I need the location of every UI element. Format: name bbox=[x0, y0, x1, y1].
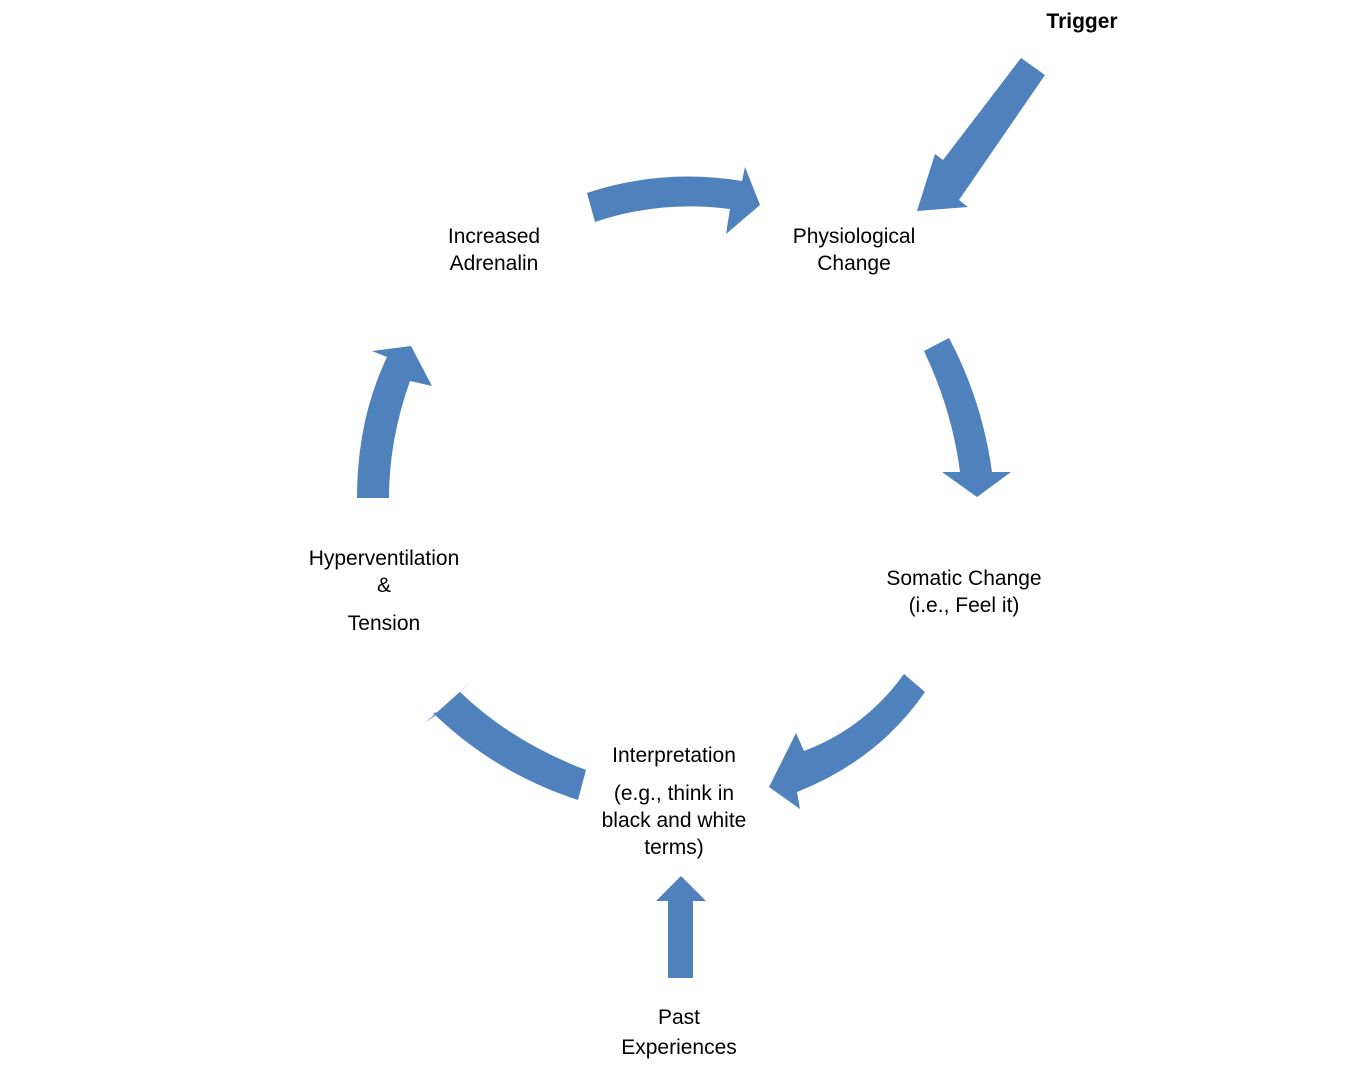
increased-adrenalin-line1: Increased bbox=[447, 225, 541, 248]
past-experiences-line2: Experiences bbox=[621, 1036, 737, 1059]
interpretation-node: Interpretation (e.g., think in black and… bbox=[574, 742, 774, 861]
interpretation-line2: (e.g., think in bbox=[613, 782, 735, 805]
trigger-label: Trigger bbox=[1022, 8, 1142, 35]
interpretation-line3: black and white bbox=[601, 809, 747, 832]
arrow-hyperventilation-to-adrenalin bbox=[357, 346, 432, 498]
hyperventilation-line2: & bbox=[376, 574, 391, 597]
past-experiences-node: Past Experiences bbox=[599, 1003, 759, 1063]
trigger-text: Trigger bbox=[1046, 10, 1118, 33]
arrow-interpretation-to-hyperventilation bbox=[425, 681, 586, 800]
arrow-physiological-to-somatic bbox=[924, 338, 1011, 497]
arrow-adrenalin-to-physiological bbox=[587, 167, 760, 234]
increased-adrenalin-node: Increased Adrenalin bbox=[414, 223, 574, 277]
hyperventilation-line3: Tension bbox=[347, 612, 421, 635]
physiological-change-line2: Change bbox=[817, 252, 891, 275]
increased-adrenalin-line2: Adrenalin bbox=[449, 252, 539, 275]
arrow-past-to-interpretation bbox=[656, 876, 706, 978]
physiological-change-node: Physiological Change bbox=[764, 223, 944, 277]
hyperventilation-line1: Hyperventilation bbox=[308, 547, 460, 570]
arrow-somatic-to-interpretation bbox=[769, 674, 925, 809]
somatic-change-line2: (i.e., Feel it) bbox=[908, 594, 1020, 617]
interpretation-line4: terms) bbox=[644, 836, 704, 859]
somatic-change-line1: Somatic Change bbox=[886, 567, 1042, 590]
past-experiences-line1: Past bbox=[657, 1006, 701, 1029]
hyperventilation-tension-node: Hyperventilation & Tension bbox=[284, 545, 484, 637]
arrow-trigger-to-physiological bbox=[917, 58, 1045, 211]
physiological-change-line1: Physiological bbox=[792, 225, 916, 248]
interpretation-line1: Interpretation bbox=[612, 744, 736, 767]
somatic-change-node: Somatic Change (i.e., Feel it) bbox=[864, 565, 1064, 619]
